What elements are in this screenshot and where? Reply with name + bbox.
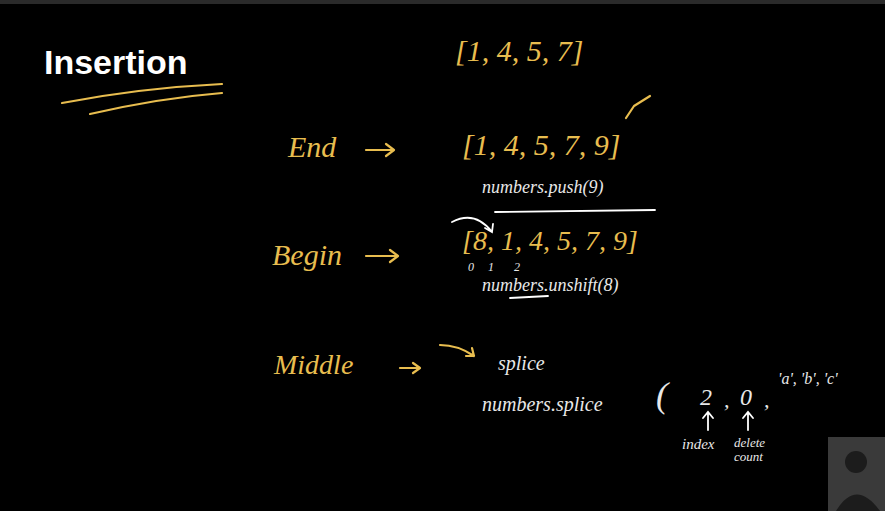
array-literal: [8, 1, 4, 5, 7, 9] (462, 226, 638, 257)
code-text: 0 (740, 384, 752, 410)
index-number: 0 (468, 261, 474, 274)
code-text: , (724, 388, 730, 412)
code-underline (495, 210, 655, 212)
code-text: 2 (700, 384, 712, 410)
pointer-label: delete count (734, 436, 786, 465)
case-label: Middle (274, 350, 353, 381)
arrow-symbol (440, 345, 474, 356)
array-literal: [1, 4, 5, 7] (455, 34, 583, 67)
index-number: 1 (488, 261, 494, 274)
slide-title: Insertion (44, 44, 188, 81)
pointer-arrow (703, 412, 713, 430)
array-literal: [1, 4, 5, 7, 9] (462, 128, 620, 161)
code-text: , (764, 388, 770, 412)
webcam-person (845, 451, 867, 473)
arrow-symbol (366, 250, 398, 262)
case-label: End (288, 130, 336, 163)
code-text: numbers.push(9) (482, 178, 604, 198)
caret-mark (626, 96, 650, 118)
pointer-arrow (743, 412, 753, 430)
arrow-symbol (366, 144, 394, 156)
code-text: numbers.splice (482, 393, 603, 415)
webcam-person (836, 495, 880, 511)
title-underline (90, 93, 222, 114)
webcam-thumbnail (828, 437, 885, 511)
top-bar (0, 0, 885, 4)
case-label: Begin (272, 238, 342, 271)
arrow-symbol (400, 363, 420, 373)
index-number: 2 (514, 261, 520, 274)
pointer-label: index (682, 436, 714, 453)
code-text: numbers.unshift(8) (482, 276, 619, 296)
title-underline (62, 84, 222, 103)
code-text: ( (656, 376, 668, 416)
code-text: 'a', 'b', 'c' (778, 370, 838, 388)
method-name: splice (498, 352, 545, 374)
code-underline (510, 296, 548, 298)
